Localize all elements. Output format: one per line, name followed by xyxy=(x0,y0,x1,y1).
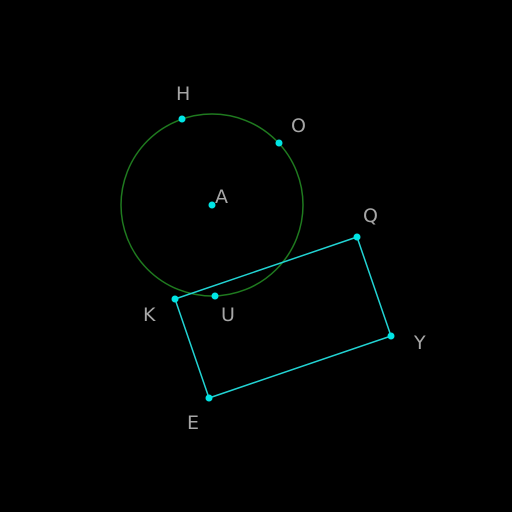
label-k: K xyxy=(143,304,156,326)
point-o xyxy=(275,139,283,147)
label-y: Y xyxy=(413,332,426,354)
label-e: E xyxy=(187,412,199,434)
point-a xyxy=(208,201,216,209)
point-u xyxy=(211,292,219,300)
label-o: O xyxy=(291,115,306,137)
point-q xyxy=(353,233,361,241)
point-y xyxy=(387,332,395,340)
label-a: A xyxy=(215,186,228,208)
label-q: Q xyxy=(363,205,378,227)
label-h: H xyxy=(176,83,190,105)
label-u: U xyxy=(221,304,235,326)
point-k xyxy=(171,295,179,303)
point-e xyxy=(205,394,213,402)
point-h xyxy=(178,115,186,123)
